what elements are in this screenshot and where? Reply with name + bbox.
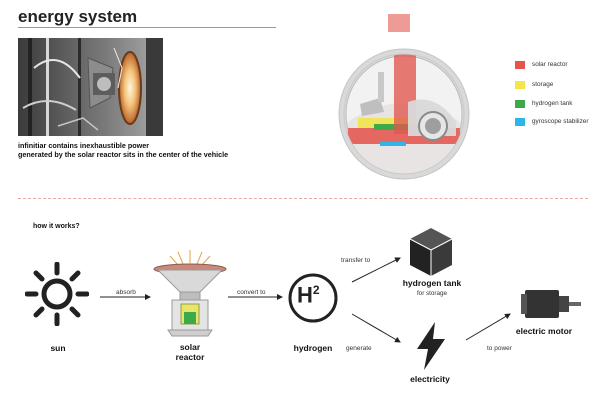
edge-label-transfer: transfer to bbox=[341, 257, 371, 264]
hydrogen-symbol: H bbox=[297, 282, 313, 308]
process-heading: how it works? bbox=[33, 223, 80, 230]
label-hydrogen-tank: hydrogen tank bbox=[402, 278, 462, 288]
label-sun: sun bbox=[50, 343, 66, 353]
label-hydrogen: hydrogen bbox=[293, 343, 333, 353]
legend-label-gyroscope-stabilizer: gyroscope stabilizer bbox=[532, 118, 589, 125]
label-solar-reactor: solar reactor bbox=[168, 342, 212, 363]
legend-swatch-gyroscope-stabilizer bbox=[515, 118, 525, 126]
edge-label-convert: convert to bbox=[237, 289, 266, 296]
hydrogen-icon: H2 bbox=[287, 272, 339, 324]
edge-label-power: to power bbox=[487, 345, 512, 352]
lightning-icon bbox=[415, 322, 447, 370]
caption-line-2: generated by the solar reactor sits in t… bbox=[18, 150, 229, 159]
legend-swatch-solar-reactor bbox=[515, 61, 525, 69]
caption-line-1: infinitiar contains inexhaustible power bbox=[18, 141, 149, 150]
arrow-generate bbox=[351, 313, 401, 343]
vehicle-cross-section bbox=[338, 14, 470, 192]
legend-label-hydrogen-tank: hydrogen tank bbox=[532, 100, 573, 107]
title-underline bbox=[18, 27, 276, 28]
page-title: energy system bbox=[18, 7, 138, 26]
hydrogen-exponent: 2 bbox=[312, 283, 320, 297]
legend-swatch-hydrogen-tank bbox=[515, 100, 525, 108]
label-hydrogen-tank-sub: for storage bbox=[416, 290, 448, 297]
edge-label-absorb: absorb bbox=[116, 289, 136, 296]
section-divider bbox=[18, 198, 588, 199]
label-electric-motor: electric motor bbox=[515, 326, 573, 336]
edge-label-generate: generate bbox=[346, 345, 372, 352]
legend-swatch-storage bbox=[515, 81, 525, 89]
label-solar-reactor-line2: reactor bbox=[175, 351, 205, 362]
label-electricity: electricity bbox=[410, 374, 450, 384]
cube-icon bbox=[407, 226, 455, 278]
legend-label-storage: storage bbox=[532, 81, 554, 88]
solar-reactor-icon bbox=[150, 250, 230, 340]
label-solar-reactor-line1: solar bbox=[179, 342, 201, 352]
arrow-transfer bbox=[351, 257, 401, 283]
legend-label-solar-reactor: solar reactor bbox=[532, 61, 568, 68]
motor-icon bbox=[517, 286, 583, 322]
arrow-power bbox=[465, 313, 511, 341]
reactor-photo bbox=[18, 38, 163, 136]
sun-icon bbox=[25, 262, 89, 326]
